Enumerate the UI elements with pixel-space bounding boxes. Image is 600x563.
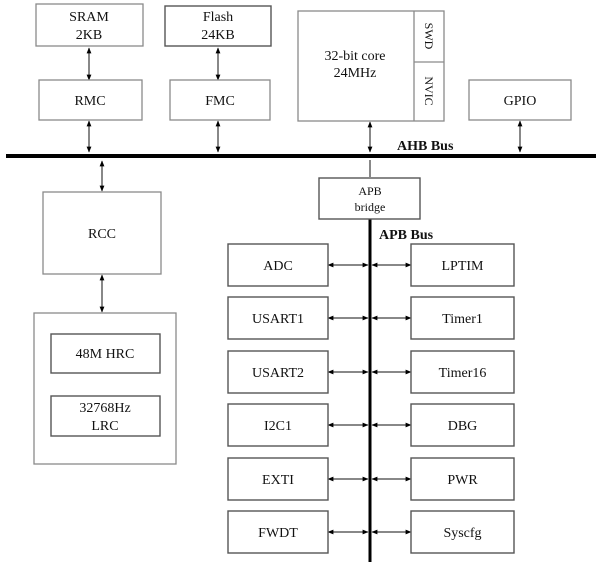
left-peripheral-block: EXTI	[227, 457, 329, 501]
left-peripheral-block: I2C1	[227, 403, 329, 447]
ahb-bus-label: AHB Bus	[397, 139, 454, 154]
rcc-block: RCC	[42, 191, 162, 275]
sram-size: 2KB	[76, 28, 102, 43]
peripheral-label: Syscfg	[443, 526, 481, 541]
gpio-block: GPIO	[468, 79, 572, 121]
apb-bus-label: APB Bus	[379, 228, 434, 243]
core-label: 32-bit core	[324, 49, 385, 64]
peripheral-label: I2C1	[264, 419, 292, 434]
core-frequency: 24MHz	[334, 66, 377, 81]
lrc-frequency: 32768Hz	[79, 401, 130, 416]
clock-sources-group: 48M HRC 32768Hz LRC	[33, 312, 177, 465]
left-peripheral-block: FWDT	[227, 510, 329, 554]
apb-bridge-block: APB bridge	[318, 177, 421, 220]
right-peripheral-block: Timer16	[410, 350, 515, 394]
fmc-block: FMC	[169, 79, 271, 121]
rmc-block: RMC	[38, 79, 143, 121]
peripheral-label: EXTI	[262, 473, 294, 488]
peripheral-label: PWR	[447, 473, 478, 488]
right-peripheral-block: LPTIM	[410, 243, 515, 287]
apb-peripheral-links	[327, 262, 412, 535]
lrc-block: 32768Hz LRC	[50, 395, 161, 437]
flash-block: Flash 24KB	[164, 5, 272, 47]
flash-size: 24KB	[201, 28, 234, 43]
flash-label: Flash	[203, 10, 233, 25]
swd-label: SWD	[422, 23, 436, 50]
right-peripheral-block: PWR	[410, 457, 515, 501]
peripheral-label: USART1	[252, 312, 304, 327]
rmc-label: RMC	[74, 94, 105, 109]
peripheral-label: ADC	[263, 259, 293, 274]
left-peripheral-block: USART2	[227, 350, 329, 394]
peripheral-label: LPTIM	[442, 259, 485, 274]
peripheral-label: USART2	[252, 366, 304, 381]
sram-label: SRAM	[69, 10, 109, 25]
peripheral-label: DBG	[448, 419, 478, 434]
left-peripheral-block: ADC	[227, 243, 329, 287]
right-peripheral-block: Timer1	[410, 296, 515, 340]
peripheral-label: FWDT	[258, 526, 298, 541]
hrc-label: 48M HRC	[76, 347, 135, 362]
right-peripheral-block: Syscfg	[410, 510, 515, 554]
left-peripheral-block: USART1	[227, 296, 329, 340]
nvic-label: NVIC	[422, 76, 436, 105]
lrc-label: LRC	[91, 419, 118, 434]
gpio-label: GPIO	[504, 94, 537, 109]
apb-bus: APB Bus	[368, 219, 434, 562]
peripheral-label: Timer16	[439, 366, 487, 381]
connections	[86, 47, 523, 313]
apb-bridge-label: APB	[358, 184, 381, 198]
rcc-label: RCC	[88, 227, 116, 242]
peripheral-label: Timer1	[442, 312, 483, 327]
fmc-label: FMC	[205, 94, 235, 109]
sram-block: SRAM 2KB	[35, 3, 144, 47]
hrc-block: 48M HRC	[50, 333, 161, 374]
apb-bridge-sublabel: bridge	[355, 200, 386, 214]
ahb-bus: AHB Bus	[6, 139, 596, 158]
right-peripheral-block: DBG	[410, 403, 515, 447]
core-block: 32-bit core 24MHz SWD NVIC	[297, 10, 445, 122]
